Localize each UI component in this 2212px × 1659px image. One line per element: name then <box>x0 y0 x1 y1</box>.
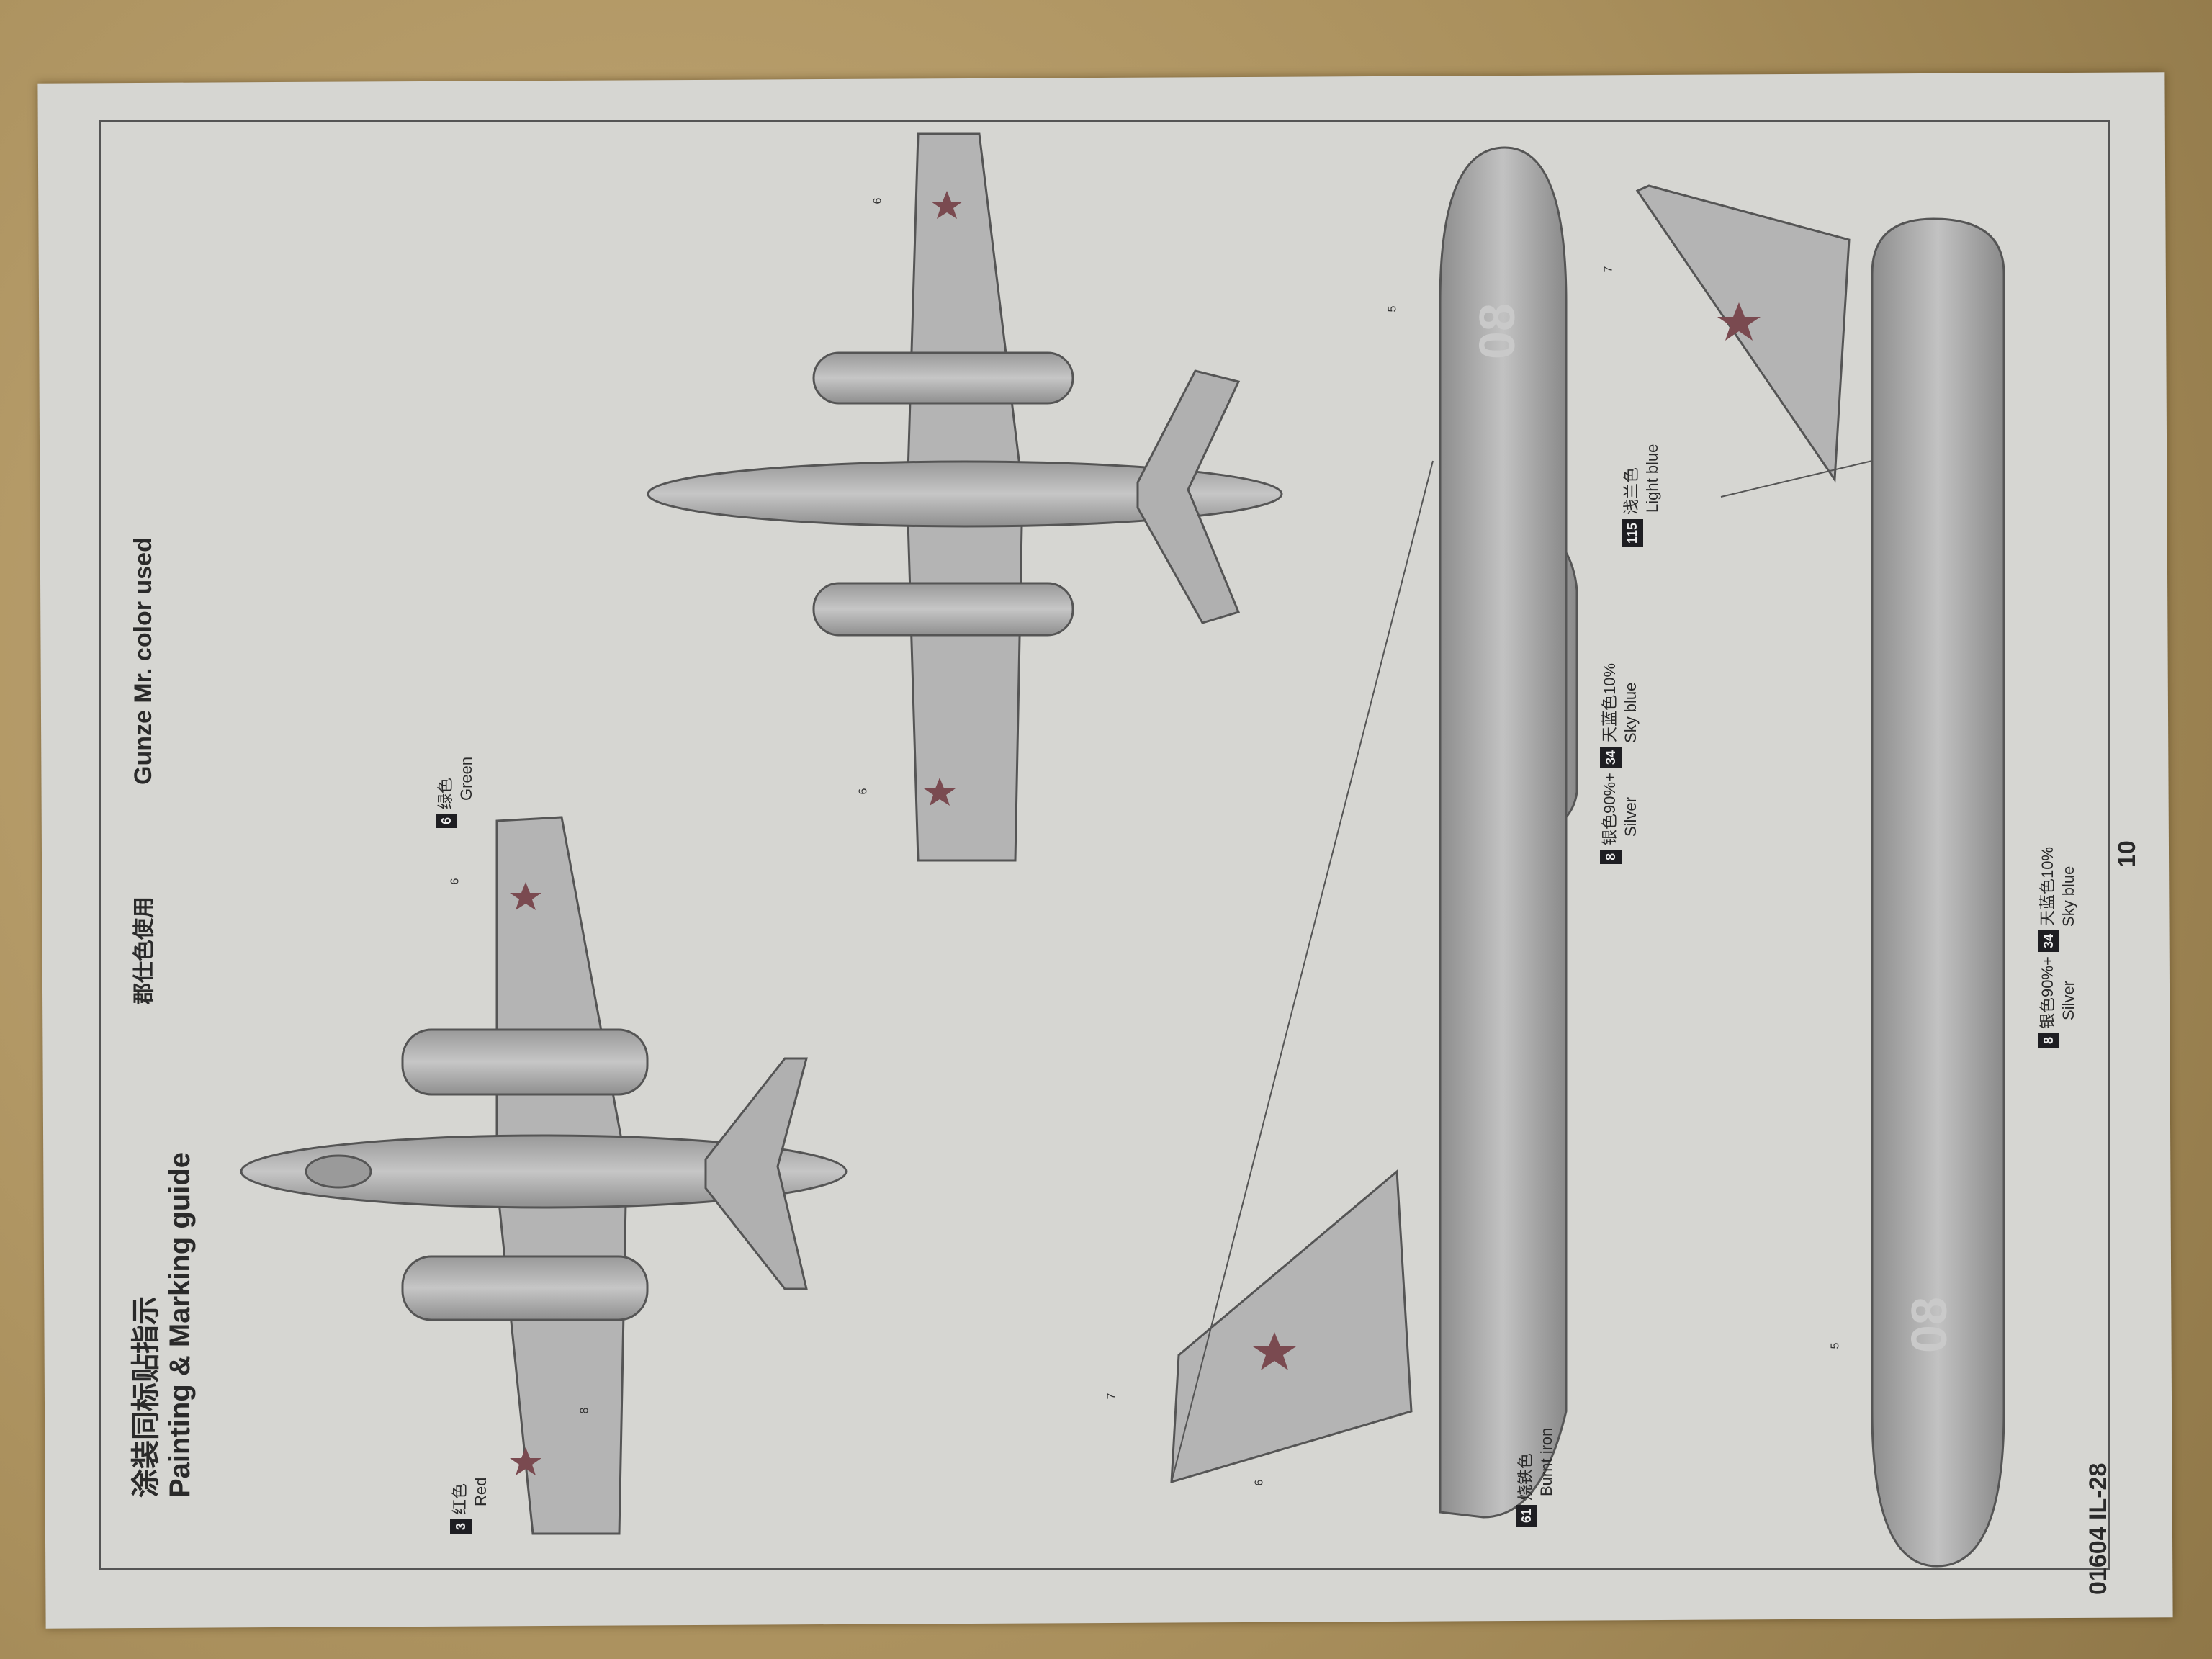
star-marking <box>1253 1332 1296 1370</box>
color-code-badge: 34 <box>2038 930 2059 952</box>
star-marking <box>510 1447 541 1475</box>
part-number: 6 <box>1253 1479 1266 1486</box>
part-number: 6 <box>857 788 870 795</box>
star-marking <box>931 191 963 219</box>
fuselage <box>647 460 1283 528</box>
leader-lines <box>1171 460 1873 1483</box>
fuselage <box>1871 217 2005 1568</box>
tail-fin <box>1170 1169 1413 1484</box>
callout-green: 6 绿色 Green <box>436 757 476 828</box>
side-view-left-aircraft <box>1170 146 1578 1519</box>
color-name-cn: 绿色 <box>436 777 454 809</box>
callout-red: 3 红色 Red <box>450 1478 490 1534</box>
color-name-cn: 银色90%+ <box>1601 773 1619 845</box>
color-name-cn: 浅兰色 <box>1622 467 1640 515</box>
color-name-en: Silver <box>2059 980 2077 1020</box>
color-code-badge: 3 <box>450 1519 472 1534</box>
color-name-en: Sky blue <box>1622 682 1640 743</box>
color-name-en: Silver <box>1622 796 1640 837</box>
part-number: 6 <box>449 878 462 885</box>
fuselage <box>1439 146 1568 1519</box>
color-code-badge: 8 <box>2038 1033 2059 1048</box>
horizontal-stabilizer <box>1136 369 1241 624</box>
part-number: 7 <box>1602 266 1615 273</box>
horizontal-stabilizer <box>704 1057 808 1290</box>
title-english: Painting & Marking guide <box>164 1151 196 1498</box>
kit-number: 01604 IL-28 <box>2085 1462 2112 1595</box>
color-name-en: Red <box>472 1477 490 1506</box>
color-name-cn: 天蓝色10% <box>1601 662 1619 742</box>
color-name-cn: 天蓝色10% <box>2038 846 2056 926</box>
color-code-badge: 8 <box>1600 849 1622 864</box>
color-name-cn: 红色 <box>451 1483 469 1515</box>
color-name-cn: 银色90%+ <box>2038 956 2056 1029</box>
color-code-badge: 6 <box>436 813 457 828</box>
callout-light-blue: 115 浅兰色 Light blue <box>1622 444 1662 547</box>
colors-heading-english: Gunze Mr. color used <box>130 537 157 785</box>
page-border <box>99 120 2110 1570</box>
callout-silver-sky-blue: 8 银色90%+ 34 天蓝色10% Silver Sky blue <box>1600 663 1640 864</box>
callout-silver-sky-blue: 8 银色90%+ 34 天蓝色10% Silver Sky blue <box>2038 847 2078 1048</box>
colors-heading-cn: 郡仕色使用 <box>126 896 158 1004</box>
part-number: 5 <box>1386 305 1399 313</box>
part-number: 6 <box>871 197 884 204</box>
colors-heading-chinese: 郡仕色使用 <box>132 896 156 1004</box>
color-name-en: Light blue <box>1643 444 1661 513</box>
engine-nacelle <box>812 351 1074 405</box>
top-view-aircraft <box>240 816 848 1535</box>
page-number: 10 <box>2113 840 2141 868</box>
star-marking <box>510 882 541 910</box>
star-marking <box>924 778 956 806</box>
color-code-badge: 34 <box>1600 746 1622 768</box>
color-name-en: Sky blue <box>2059 866 2077 927</box>
color-code-badge: 115 <box>1622 518 1643 547</box>
bottom-view-aircraft <box>647 132 1283 862</box>
tail-code-marking: 08 <box>1900 1297 1957 1353</box>
part-number: 5 <box>1829 1342 1842 1349</box>
page-title: 涂装同标贴指示 Painting & Marking guide <box>122 1152 197 1498</box>
tail-code-marking: 08 <box>1468 303 1525 359</box>
star-marking <box>1717 302 1761 341</box>
callout-burnt-iron: 61 烧铁色 Burnt iron <box>1516 1428 1556 1527</box>
fuselage <box>240 1134 848 1209</box>
colors-heading-en: Gunze Mr. color used <box>130 537 158 785</box>
color-name-cn: 烧铁色 <box>1516 1452 1534 1501</box>
engine-nacelle <box>401 1028 649 1096</box>
part-number: 7 <box>1105 1393 1118 1400</box>
title-chinese: 涂装同标贴指示 <box>130 1296 162 1498</box>
color-name-en: Burnt iron <box>1537 1427 1555 1496</box>
color-name-en: Green <box>457 756 475 801</box>
part-number: 8 <box>578 1407 591 1414</box>
side-view-right-aircraft <box>1635 184 2005 1568</box>
color-code-badge: 61 <box>1516 1504 1537 1527</box>
engine-nacelle <box>812 582 1074 637</box>
canopy <box>305 1154 372 1189</box>
engine-nacelle <box>401 1255 649 1321</box>
